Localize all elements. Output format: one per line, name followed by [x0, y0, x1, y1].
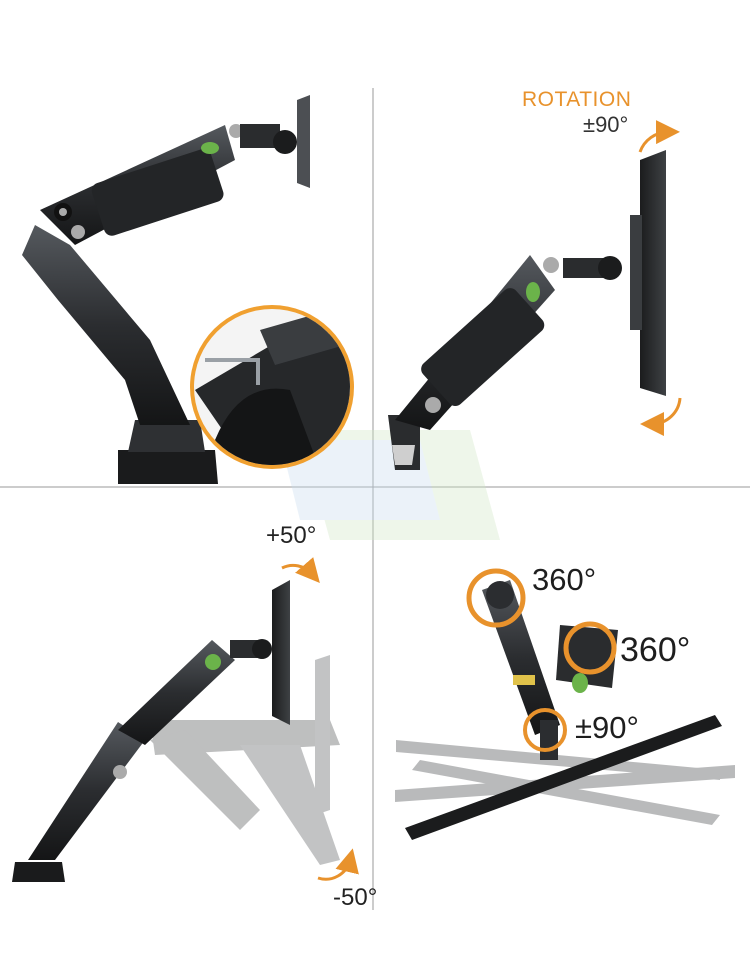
head-joint-swivel-degrees: 360°	[620, 631, 691, 669]
panel-bottom-left-tilt	[12, 557, 359, 882]
rotate-arrow-icon	[640, 397, 682, 437]
rotation-title: ROTATION	[522, 88, 632, 111]
gas-spring-badge-icon	[205, 654, 221, 670]
gas-spring-badge-icon	[201, 142, 219, 154]
rotate-arrow-icon	[317, 848, 359, 881]
tilt-up-degrees: +50°	[266, 522, 317, 549]
panel-bottom-right-swivel	[395, 568, 735, 840]
tilt-down-degrees: -50°	[333, 884, 378, 911]
gas-spring-badge-icon	[572, 673, 588, 693]
panel-top-right-rotation	[388, 120, 682, 470]
panel-top-left-mount	[22, 95, 354, 484]
rotate-arrow-icon	[563, 621, 617, 675]
rotation-degrees: ±90°	[583, 112, 629, 137]
rotate-arrow-icon	[638, 120, 680, 153]
rotate-arrow-icon	[523, 708, 567, 752]
rotate-arrow-icon	[466, 568, 526, 628]
pivot-degrees: ±90°	[575, 710, 639, 745]
rotate-arrow-icon	[281, 557, 320, 584]
gas-spring-badge-icon	[526, 282, 540, 302]
hex-key-icon	[205, 358, 260, 385]
upper-joint-swivel-degrees: 360°	[532, 562, 597, 597]
